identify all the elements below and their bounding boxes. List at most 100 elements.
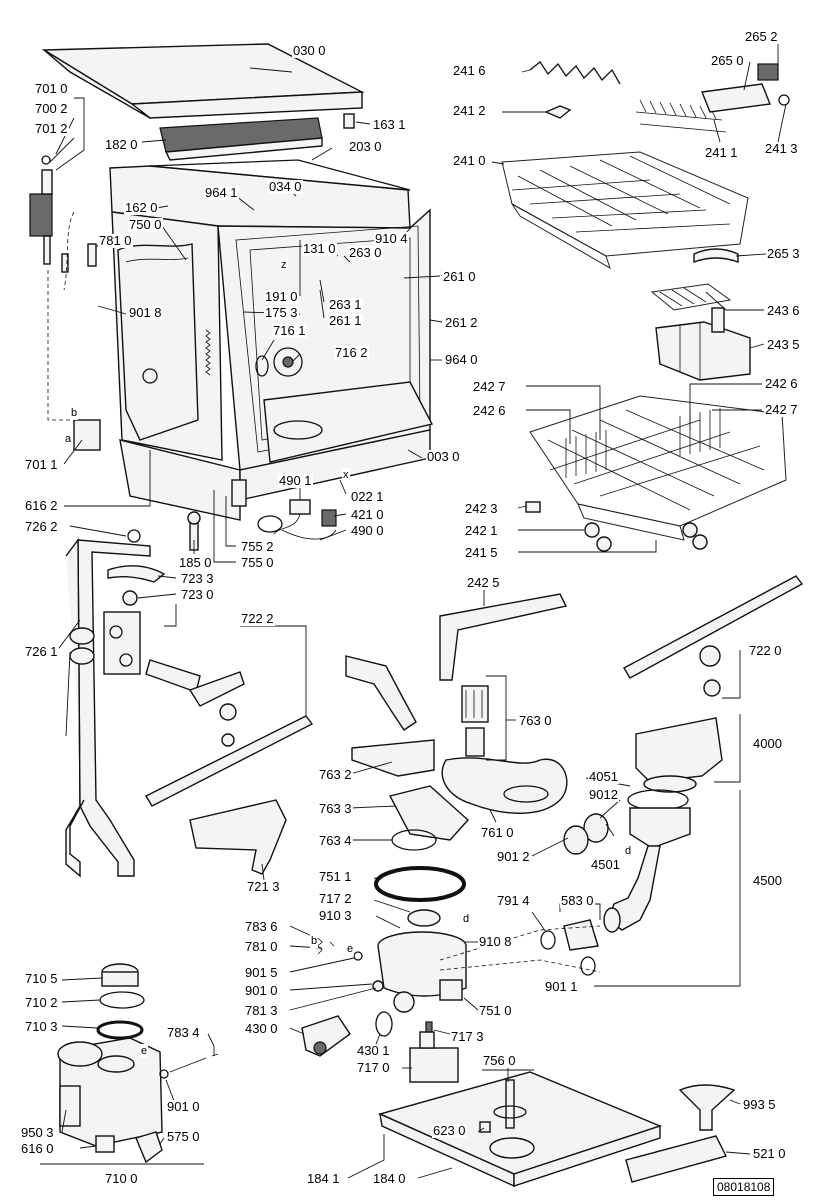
part-label-710-3: 710 3	[24, 1019, 59, 1034]
sump-part	[317, 931, 467, 1013]
part-label-265-2: 265 2	[744, 29, 779, 44]
annotation-letter: x	[342, 468, 350, 482]
part-label-241-5: 241 5	[464, 545, 499, 560]
part-label-763-0: 763 0	[518, 713, 553, 728]
part-label-701-0: 701 0	[34, 81, 69, 96]
annotation-letter: b	[70, 406, 79, 420]
part-label-781-0-lower: 781 0	[244, 939, 279, 954]
part-label-4501: 4501	[590, 857, 621, 872]
part-label-721-3: 721 3	[246, 879, 281, 894]
part-label-265-0: 265 0	[710, 53, 745, 68]
part-label-781-0: 781 0	[98, 233, 133, 248]
gasket-part	[374, 866, 466, 902]
part-label-242-3: 242 3	[464, 501, 499, 516]
part-label-950-3: 950 3	[20, 1125, 55, 1140]
part-label-261-1: 261 1	[328, 313, 363, 328]
part-label-910-8: 910 8	[478, 934, 513, 949]
spray-tube-part	[65, 529, 151, 878]
annotation-letter: b	[310, 934, 319, 948]
front-panel-part	[625, 1135, 728, 1183]
funnel-part	[678, 1084, 736, 1131]
clip-part-2652	[757, 63, 779, 81]
part-label-490-1: 490 1	[278, 473, 313, 488]
part-label-4051: 4051	[588, 769, 619, 784]
part-label-722-2: 722 2	[240, 611, 275, 626]
part-label-964-0: 964 0	[444, 352, 479, 367]
part-label-4500: 4500	[752, 873, 783, 888]
part-label-163-1: 163 1	[372, 117, 407, 132]
part-label-242-6-right: 242 6	[764, 376, 799, 391]
part-label-783-6: 783 6	[244, 919, 279, 934]
part-label-430-1: 430 1	[356, 1043, 391, 1058]
part-label-755-0: 755 0	[240, 555, 275, 570]
part-label-750-0: 750 0	[128, 217, 163, 232]
annotation-letter: z	[280, 258, 288, 272]
annotation-letter: e	[346, 942, 355, 956]
part-label-185-0: 185 0	[178, 555, 213, 570]
part-label-901-0-softener: 901 0	[166, 1099, 201, 1114]
part-label-763-2: 763 2	[318, 767, 353, 782]
part-label-241-3: 241 3	[764, 141, 799, 156]
part-label-242-5: 242 5	[466, 575, 501, 590]
part-label-131-0: 131 0	[302, 241, 337, 256]
sensor-parts	[187, 479, 337, 551]
part-label-242-6-left: 242 6	[472, 403, 507, 418]
part-label-243-5: 243 5	[766, 337, 801, 352]
part-label-755-2: 755 2	[240, 539, 275, 554]
part-label-700-2: 700 2	[34, 101, 69, 116]
spray-arm-holder-part	[69, 565, 245, 747]
part-label-191-0: 191 0	[264, 289, 299, 304]
part-label-751-1: 751 1	[318, 869, 353, 884]
part-label-901-0: 901 0	[244, 983, 279, 998]
part-label-034-0: 034 0	[268, 179, 303, 194]
part-label-203-0: 203 0	[348, 139, 383, 154]
part-label-261-2: 261 2	[444, 315, 479, 330]
upper-spray-arm-part	[623, 575, 804, 679]
part-label-9012: 9012	[588, 787, 619, 802]
part-label-184-0: 184 0	[372, 1171, 407, 1186]
part-label-623-0: 623 0	[432, 1123, 467, 1138]
part-label-791-4: 791 4	[496, 893, 531, 908]
part-label-901-2: 901 2	[496, 849, 531, 864]
part-label-261-0: 261 0	[442, 269, 477, 284]
part-label-030-0: 030 0	[292, 43, 327, 58]
rail-part	[701, 83, 771, 113]
part-label-717-3: 717 3	[450, 1029, 485, 1044]
part-label-421-0: 421 0	[350, 507, 385, 522]
part-label-716-2: 716 2	[334, 345, 369, 360]
heater-part	[409, 1021, 459, 1083]
leader-lines	[40, 44, 787, 1179]
part-label-182-0: 182 0	[104, 137, 139, 152]
wire-rack-part	[529, 61, 621, 85]
part-label-901-1: 901 1	[544, 979, 579, 994]
part-label-241-0: 241 0	[452, 153, 487, 168]
part-label-242-1: 242 1	[464, 523, 499, 538]
cutlery-basket-part	[650, 283, 751, 381]
annotation-letter: d	[624, 844, 633, 858]
part-label-964-1: 964 1	[204, 185, 239, 200]
part-label-993-5: 993 5	[742, 1097, 777, 1112]
part-label-717-2: 717 2	[318, 891, 353, 906]
annotation-letter: e	[140, 1044, 149, 1058]
part-label-781-3: 781 3	[244, 1003, 279, 1018]
upper-basket-part	[501, 151, 749, 270]
part-label-521-0: 521 0	[752, 1146, 787, 1161]
part-label-751-0: 751 0	[478, 1003, 513, 1018]
part-label-265-3: 265 3	[766, 246, 801, 261]
part-label-710-2: 710 2	[24, 995, 59, 1010]
worktop-part	[41, 43, 365, 119]
part-label-722-0: 722 0	[748, 643, 783, 658]
part-label-263-0: 263 0	[348, 245, 383, 260]
part-label-616-0: 616 0	[20, 1141, 55, 1156]
part-label-022-1: 022 1	[350, 489, 385, 504]
part-label-241-6: 241 6	[452, 63, 487, 78]
part-label-726-2: 726 2	[24, 519, 59, 534]
part-label-003-0: 003 0	[426, 449, 461, 464]
part-label-910-4: 910 4	[374, 231, 409, 246]
part-label-162-0: 162 0	[124, 200, 159, 215]
part-label-901-5: 901 5	[244, 965, 279, 980]
handle-part	[693, 248, 739, 263]
part-label-175-3: 175 3	[264, 305, 299, 320]
part-label-783-4: 783 4	[166, 1025, 201, 1040]
